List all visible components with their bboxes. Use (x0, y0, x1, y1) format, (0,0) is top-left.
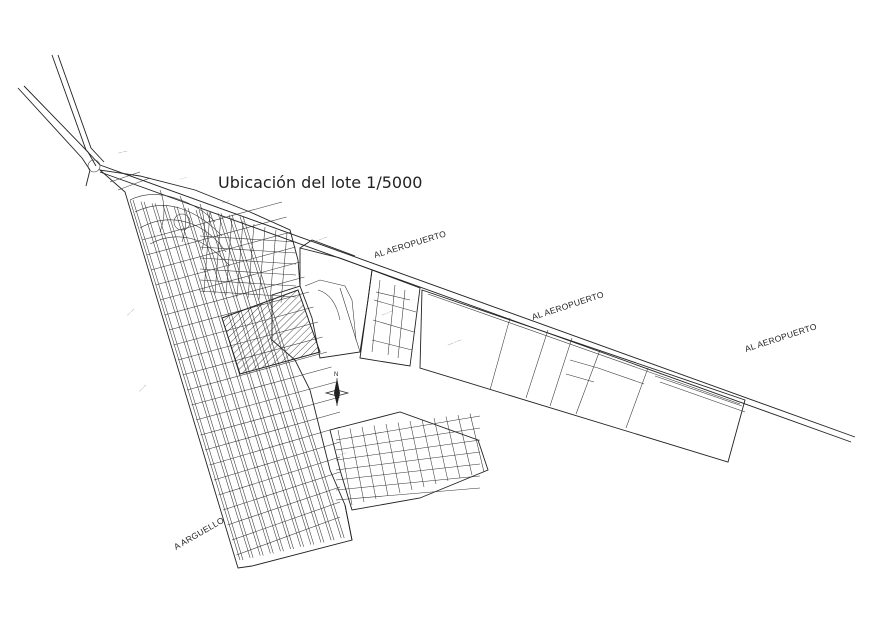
svg-text:-- ----: -- ---- (179, 175, 187, 181)
street-line (162, 204, 271, 554)
street-line (186, 351, 328, 391)
road-label-airport-2: AL AEROPUERTO (531, 289, 606, 322)
street-line (146, 216, 287, 256)
street-line (433, 417, 449, 482)
street-line (203, 211, 211, 293)
road-label-arguello: A ARGUELLO (172, 515, 226, 552)
street-line (187, 208, 294, 550)
hatched-lot (221, 289, 321, 375)
street-line (373, 425, 389, 497)
street-line (198, 209, 304, 547)
street-line (199, 279, 297, 287)
svg-text:-- ---- ----: -- ---- ---- (315, 235, 328, 243)
northern-street-grid (199, 211, 297, 303)
road-label-airport-1: AL AEROPUERTO (373, 228, 448, 260)
street-line (335, 451, 481, 471)
street-line (269, 229, 277, 302)
svg-text:---- ----: ---- ---- (138, 383, 147, 392)
street-line (335, 487, 481, 501)
street-line (176, 206, 284, 552)
street-line (143, 201, 254, 558)
street-line (199, 268, 297, 276)
street-line (335, 415, 481, 441)
street-line (280, 232, 288, 303)
street-line (217, 213, 322, 543)
street-line (385, 423, 401, 494)
southeast-district-outline (329, 411, 489, 511)
street-line (421, 419, 437, 485)
road-label-airport-3: AL AEROPUERTO (744, 321, 819, 354)
svg-text:---- -- ----: ---- -- ---- (381, 309, 394, 317)
street-line (199, 290, 297, 298)
street-line (209, 426, 341, 466)
street-line (206, 211, 312, 545)
airport-highway (99, 164, 856, 443)
street-line (335, 439, 481, 461)
street-line (200, 396, 341, 436)
street-line (361, 426, 377, 500)
svg-text:---- ----: ---- ---- (117, 149, 127, 155)
street-line (231, 501, 341, 541)
street-line (397, 422, 413, 491)
eastern-parcels (419, 289, 746, 463)
southern-street-grid (335, 413, 485, 506)
street-line (209, 211, 315, 545)
central-district (359, 269, 421, 367)
street-line (228, 214, 332, 541)
street-line (199, 235, 297, 243)
svg-text:---- ---: ---- --- (221, 199, 230, 205)
block-annotations: ---- ---- -- ---- ---- --- -- ---- ---- … (117, 149, 461, 457)
street-line (236, 220, 244, 297)
svg-text:---- ----: ---- ---- (337, 451, 347, 457)
street-line (150, 231, 292, 271)
street-line (337, 429, 353, 506)
map-title: Ubicación del lote 1/5000 (218, 173, 422, 192)
western-street-grid (129, 199, 345, 561)
street-line (225, 217, 233, 296)
street-line (204, 411, 341, 451)
north-label: N (334, 372, 338, 378)
street-line (159, 261, 301, 301)
street-line (227, 486, 341, 526)
street-line (199, 257, 297, 265)
street-line (129, 199, 241, 561)
street-line (154, 203, 264, 556)
street-line (140, 201, 251, 558)
street-line (164, 276, 305, 316)
street-line (155, 246, 296, 286)
street-line (409, 420, 425, 488)
svg-text:------ -- ----: ------ -- ---- (447, 338, 462, 347)
street-line (195, 381, 337, 421)
street-line (222, 471, 341, 511)
street-line (258, 226, 266, 300)
northern-roads (17, 54, 105, 187)
street-line (220, 213, 325, 543)
street-line (213, 441, 341, 481)
street-line (469, 413, 485, 473)
street-line (191, 366, 332, 406)
street-line (335, 427, 481, 451)
street-line (151, 203, 261, 556)
street-line (445, 416, 461, 479)
street-line (239, 216, 342, 539)
north-arrow-icon: N (324, 372, 350, 406)
street-line (231, 214, 335, 541)
svg-text:---- ----: ---- ---- (126, 307, 135, 316)
curved-streets (109, 171, 231, 267)
street-line (236, 516, 341, 556)
street-line (335, 463, 481, 481)
street-line (199, 246, 297, 254)
street-line (335, 475, 481, 491)
connector-roads (299, 239, 361, 541)
street-line (195, 209, 301, 547)
street-line (349, 428, 365, 503)
street-line (218, 456, 341, 496)
street-line (184, 208, 291, 550)
street-line (165, 204, 274, 554)
western-district-outline (98, 169, 353, 569)
street-line (132, 199, 244, 561)
street-line (141, 201, 283, 241)
